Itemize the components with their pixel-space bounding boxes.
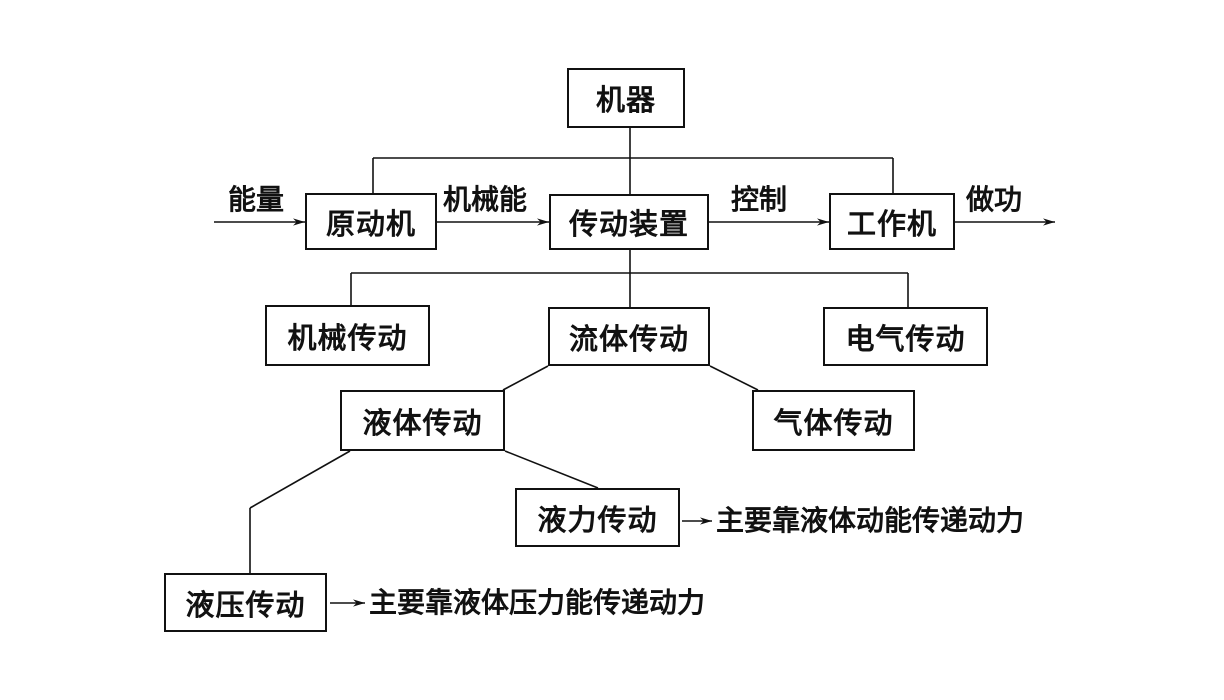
machine-box: 机器 (567, 68, 685, 128)
prime-mover-box: 原动机 (305, 193, 437, 250)
mechanical-transmission-box: 机械传动 (265, 305, 430, 366)
hydraulic-transmission-box: 液压传动 (164, 573, 327, 632)
mechanical-energy-label: 机械能 (443, 183, 528, 216)
gas-transmission-box: 气体传动 (752, 390, 915, 451)
transmission-device-box: 传动装置 (549, 194, 709, 250)
liquid-transmission-box: 液体传动 (340, 390, 505, 451)
electrical-transmission-box: 电气传动 (823, 307, 988, 366)
work-label: 做功 (966, 183, 1023, 216)
hydrodynamic-transmission-box: 液力传动 (515, 488, 680, 547)
fluid-transmission-box: 流体传动 (548, 307, 710, 366)
energy-label: 能量 (228, 183, 285, 216)
control-label: 控制 (731, 183, 788, 216)
hydraulic-note: 主要靠液体压力能传递动力 (369, 586, 706, 619)
working-machine-box: 工作机 (829, 193, 955, 250)
hydrodynamic-note: 主要靠液体动能传递动力 (716, 504, 1025, 537)
